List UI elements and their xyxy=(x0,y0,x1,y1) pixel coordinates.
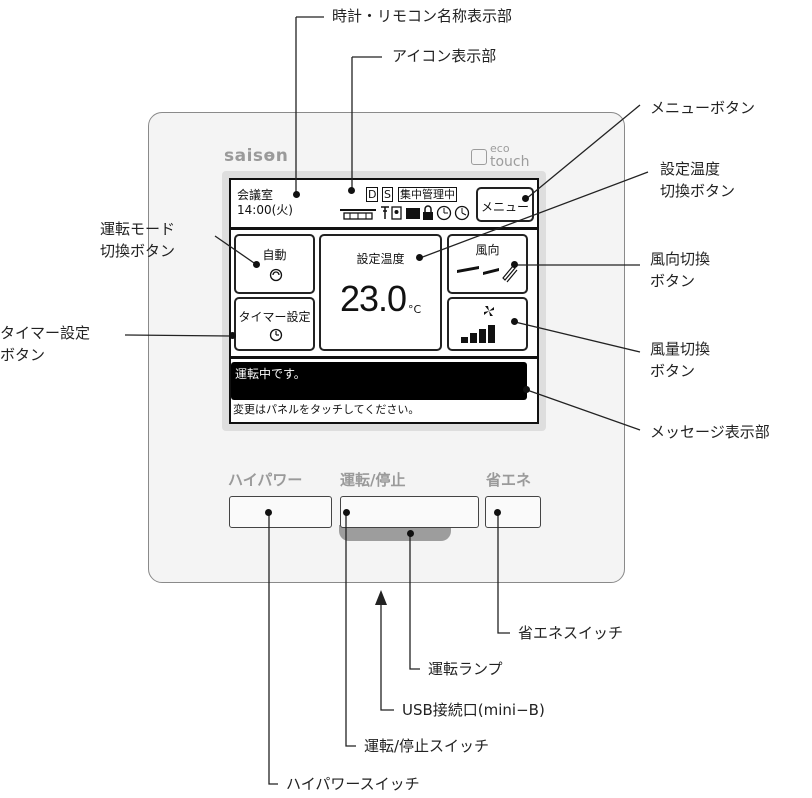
message-area: 運転中です。 xyxy=(231,362,527,400)
temperature-value: 23.0 xyxy=(340,278,407,319)
set-temperature-button[interactable]: 設定温度 23.0 °C xyxy=(319,234,442,351)
callout-dot xyxy=(253,261,260,268)
hint-message: 変更はパネルをタッチしてください。 xyxy=(233,403,420,416)
callout-dot xyxy=(511,261,518,268)
eco-touch-logo: eco touch xyxy=(471,143,541,173)
battery-icon xyxy=(406,208,420,219)
fan-speed-level-icon xyxy=(461,325,495,343)
callout-eco-switch: 省エネスイッチ xyxy=(518,624,624,642)
callout-dot xyxy=(511,318,518,325)
fan-icon xyxy=(484,306,494,316)
run-stop-label: 運転/停止 xyxy=(340,471,406,489)
callout-timer-2: ボタン xyxy=(0,346,46,364)
usb-arrow-icon xyxy=(375,590,387,605)
auto-mode-icon xyxy=(269,268,283,282)
callout-message-display: メッセージ表示部 xyxy=(650,423,770,441)
callout-run-stop-switch: 運転/停止スイッチ xyxy=(364,737,490,755)
timer-setting-button[interactable]: タイマー設定 xyxy=(234,297,315,351)
callout-dot xyxy=(522,195,529,202)
callout-dot xyxy=(416,254,423,261)
callout-dot xyxy=(407,530,414,537)
temperature-unit: °C xyxy=(408,303,422,316)
callout-timer-1: タイマー設定 xyxy=(0,324,91,342)
callout-dot xyxy=(523,386,530,393)
callout-dot xyxy=(229,332,236,339)
lock-icon xyxy=(423,205,433,220)
callout-fan-speed-2: ボタン xyxy=(650,362,696,380)
callout-high-power-switch: ハイパワースイッチ xyxy=(286,775,420,793)
filter-maintenance-icon xyxy=(381,206,402,220)
high-power-label: ハイパワー xyxy=(228,471,303,489)
fan-speed-button[interactable] xyxy=(447,297,528,351)
callout-set-temp-1: 設定温度 xyxy=(660,160,721,178)
screen-divider-top xyxy=(229,227,539,230)
menu-button[interactable]: メニュー xyxy=(476,187,534,222)
louver-icon xyxy=(457,265,518,283)
callout-menu-button: メニューボタン xyxy=(650,99,756,117)
usb-port[interactable] xyxy=(339,525,451,541)
callout-fan-speed-1: 風量切換 xyxy=(650,340,711,358)
callout-set-temp-2: 切換ボタン xyxy=(660,182,736,200)
tag-s: S xyxy=(382,187,393,202)
callout-usb-port: USB接続口(mini−B) xyxy=(402,701,545,719)
status-message: 運転中です。 xyxy=(235,367,306,381)
timer-label: タイマー設定 xyxy=(238,310,311,324)
timer-icon xyxy=(269,328,283,342)
eco-touch-logo-bottom: touch xyxy=(490,154,530,170)
eco-touch-logo-top: eco xyxy=(490,142,510,155)
mode-label: 自動 xyxy=(262,248,287,262)
schedule-timer-icon xyxy=(436,205,452,221)
callout-wind-dir-2: ボタン xyxy=(650,272,696,290)
run-stop-button[interactable] xyxy=(340,496,479,528)
operation-mode-button[interactable]: 自動 xyxy=(234,234,315,294)
wind-direction-label: 風向 xyxy=(475,243,500,257)
eco-touch-icon xyxy=(471,149,487,165)
callout-clock-name-display: 時計・リモコン名称表示部 xyxy=(332,7,513,25)
eco-mode-label: 省エネ xyxy=(486,471,532,489)
callout-dot xyxy=(348,187,355,194)
set-temp-label: 設定温度 xyxy=(356,252,405,266)
clock-icon xyxy=(454,205,470,221)
central-control-badge: 集中管理中 xyxy=(398,187,457,202)
callout-dot xyxy=(265,509,272,516)
callout-dot xyxy=(293,191,300,198)
callout-icon-display: アイコン表示部 xyxy=(392,47,497,65)
callout-wind-dir-1: 風向切換 xyxy=(650,250,711,268)
callout-dot xyxy=(494,509,501,516)
callout-op-mode-1: 運転モード xyxy=(100,220,176,238)
ventilation-icon xyxy=(340,209,376,220)
callout-op-mode-2: 切換ボタン xyxy=(100,242,176,260)
clock-display: 14:00(火) xyxy=(237,203,293,217)
status-icon-row xyxy=(340,205,470,221)
high-power-button[interactable] xyxy=(229,496,332,528)
callout-dot xyxy=(343,509,350,516)
screen-divider-bottom xyxy=(229,356,539,359)
callout-op-lamp: 運転ランプ xyxy=(428,660,503,678)
brand-logo: saisɵn xyxy=(224,146,289,166)
tag-d: D xyxy=(366,187,379,202)
room-name: 会議室 xyxy=(237,188,274,202)
